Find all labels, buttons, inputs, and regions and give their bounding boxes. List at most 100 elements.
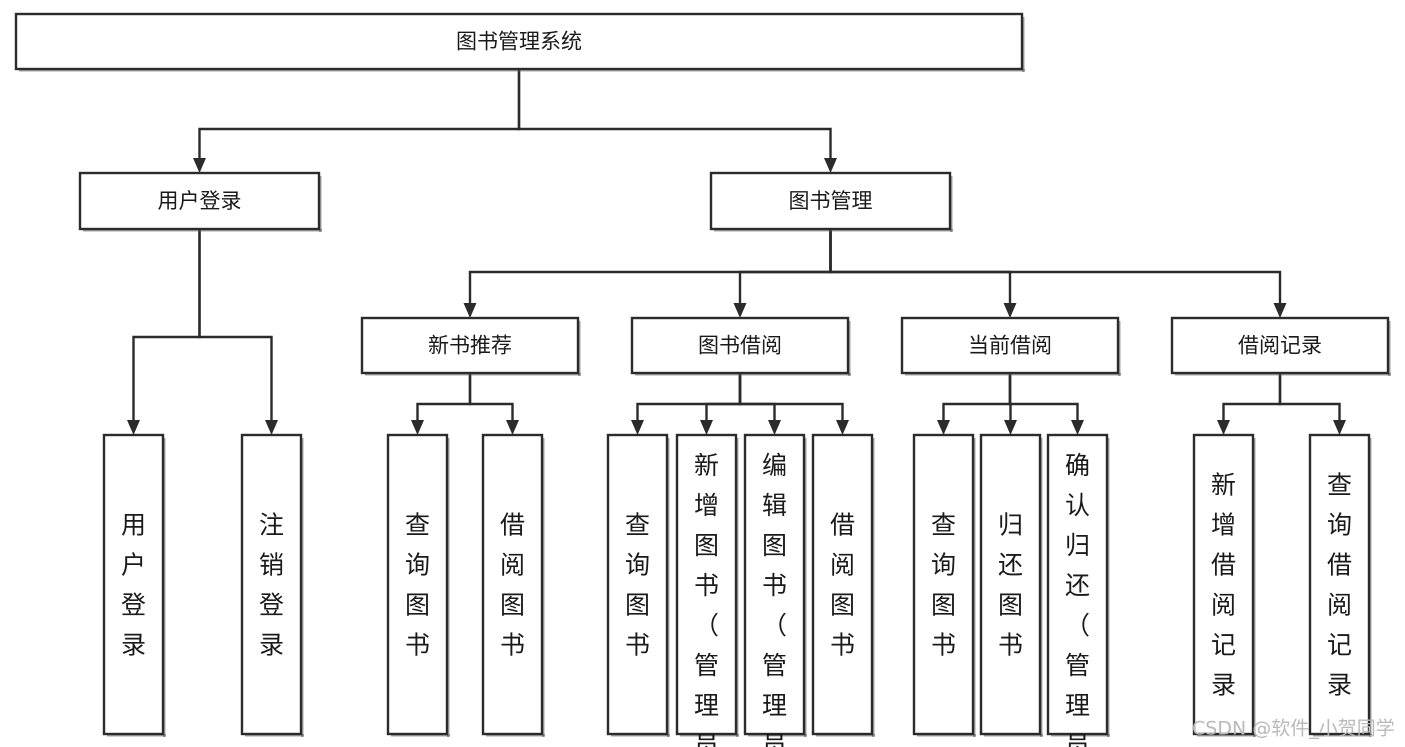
node-label: 注销登录 xyxy=(259,510,284,659)
node-box[interactable] xyxy=(1046,433,1109,736)
node-label: 图书借阅 xyxy=(698,334,782,358)
node-box[interactable] xyxy=(811,433,874,736)
node-label: 新增借阅记录 xyxy=(1211,470,1236,699)
node-box[interactable] xyxy=(979,433,1042,736)
csdn-watermark: CSDN @软件_小贺同学 xyxy=(1192,718,1395,740)
arrowhead-icon xyxy=(463,303,477,318)
node-leaf-user-logout[interactable]: 注销登录 xyxy=(240,433,304,737)
node-leaf-return-book[interactable]: 归还图书 xyxy=(979,433,1043,737)
node-layer: 图书管理系统用户登录图书管理新书推荐图书借阅当前借阅借阅记录用户登录注销登录查询… xyxy=(14,12,1391,747)
node-box[interactable] xyxy=(1170,316,1390,375)
node-box[interactable] xyxy=(743,433,806,736)
node-label: 新增图书（管理员） xyxy=(694,451,719,747)
node-label: 查询图书 xyxy=(625,510,650,659)
node-label: 确认归还（管理员） xyxy=(1065,451,1090,747)
arrowhead-icon xyxy=(768,420,781,435)
node-box[interactable] xyxy=(360,316,580,375)
node-leaf-borrow-book[interactable]: 借阅图书 xyxy=(811,433,875,737)
arrowhead-icon xyxy=(127,420,140,435)
node-label: 借阅记录 xyxy=(1238,334,1322,358)
node-label: 用户登录 xyxy=(158,189,242,213)
connector-book-manage-to-book-borrow xyxy=(733,229,832,318)
node-label: 当前借阅 xyxy=(968,334,1052,358)
node-leaf-add-record[interactable]: 新增借阅记录 xyxy=(1192,433,1256,737)
node-borrow-record[interactable]: 借阅记录 xyxy=(1170,316,1391,376)
node-label: 查询借阅记录 xyxy=(1327,470,1352,699)
node-box[interactable] xyxy=(606,433,669,736)
node-leaf-borrow-book-rec[interactable]: 借阅图书 xyxy=(481,433,545,737)
arrowhead-icon xyxy=(824,158,837,173)
node-user-login[interactable]: 用户登录 xyxy=(78,171,322,232)
arrowhead-icon xyxy=(836,420,849,435)
node-box[interactable] xyxy=(14,12,1024,71)
node-label: 用户登录 xyxy=(121,510,146,659)
connector-root-to-book-manage xyxy=(517,69,837,173)
connector-layer xyxy=(127,69,1346,435)
node-box[interactable] xyxy=(1308,433,1371,736)
node-leaf-query-book-rec[interactable]: 查询图书 xyxy=(386,433,450,737)
node-box[interactable] xyxy=(709,171,952,231)
node-label: 查询图书 xyxy=(931,510,956,659)
node-current-borrow[interactable]: 当前借阅 xyxy=(900,316,1121,376)
node-box[interactable] xyxy=(1192,433,1255,736)
arrowhead-icon xyxy=(1273,303,1287,318)
connector-book-manage-to-borrow-record xyxy=(829,229,1287,318)
arrowhead-icon xyxy=(1003,303,1017,318)
node-label: 新书推荐 xyxy=(428,334,512,358)
connector-user-login-to-leaf-user-logout xyxy=(198,229,278,435)
connector-book-borrow-to-leaf-borrow-book xyxy=(738,373,849,435)
node-label: 查询图书 xyxy=(405,510,430,659)
connector-book-manage-to-new-book-rec xyxy=(463,229,832,318)
node-box[interactable] xyxy=(630,316,850,375)
connector-new-book-rec-to-leaf-borrow-book-rec xyxy=(468,373,519,435)
node-leaf-confirm-return[interactable]: 确认归还（管理员） xyxy=(1046,433,1110,747)
connector-current-borrow-to-leaf-confirm-return xyxy=(1008,373,1084,435)
connector-current-borrow-to-leaf-query-book-current xyxy=(937,373,1012,435)
arrowhead-icon xyxy=(411,420,424,435)
node-label: 借阅图书 xyxy=(830,510,855,659)
watermark-layer: CSDN @软件_小贺同学 xyxy=(1192,718,1395,740)
node-leaf-user-login[interactable]: 用户登录 xyxy=(102,433,166,737)
node-leaf-edit-book[interactable]: 编辑图书（管理员） xyxy=(743,433,807,747)
arrowhead-icon xyxy=(631,420,644,435)
connector-borrow-record-to-leaf-query-record xyxy=(1278,373,1346,435)
node-leaf-query-record[interactable]: 查询借阅记录 xyxy=(1308,433,1372,737)
arrowhead-icon xyxy=(1217,420,1230,435)
node-book-borrow[interactable]: 图书借阅 xyxy=(630,316,851,376)
connector-book-borrow-to-leaf-add-book xyxy=(700,373,742,435)
arrowhead-icon xyxy=(733,303,747,318)
connector-new-book-rec-to-leaf-query-book-rec xyxy=(411,373,472,435)
node-label: 编辑图书（管理员） xyxy=(762,451,787,747)
node-label: 图书管理系统 xyxy=(456,30,582,54)
arrowhead-icon xyxy=(1071,420,1084,435)
node-box[interactable] xyxy=(912,433,975,736)
node-book-manage[interactable]: 图书管理 xyxy=(709,171,953,232)
node-label: 归还图书 xyxy=(998,510,1023,659)
arrowhead-icon xyxy=(265,420,278,435)
node-box[interactable] xyxy=(78,171,321,231)
node-leaf-query-book-borrow[interactable]: 查询图书 xyxy=(606,433,670,737)
node-box[interactable] xyxy=(675,433,738,736)
connector-user-login-to-leaf-user-login xyxy=(127,229,201,435)
node-label: 图书管理 xyxy=(789,189,873,213)
node-label: 借阅图书 xyxy=(500,510,525,659)
arrowhead-icon xyxy=(700,420,713,435)
arrowhead-icon xyxy=(1333,420,1346,435)
node-box[interactable] xyxy=(102,433,165,736)
node-new-book-rec[interactable]: 新书推荐 xyxy=(360,316,581,376)
arrowhead-icon xyxy=(193,158,206,173)
node-leaf-query-book-current[interactable]: 查询图书 xyxy=(912,433,976,737)
arrowhead-icon xyxy=(937,420,950,435)
node-box[interactable] xyxy=(900,316,1120,375)
node-box[interactable] xyxy=(386,433,449,736)
node-leaf-add-book[interactable]: 新增图书（管理员） xyxy=(675,433,739,747)
node-root[interactable]: 图书管理系统 xyxy=(14,12,1025,72)
node-box[interactable] xyxy=(240,433,303,736)
node-box[interactable] xyxy=(481,433,544,736)
arrowhead-icon xyxy=(506,420,519,435)
connector-borrow-record-to-leaf-add-record xyxy=(1217,373,1282,435)
arrowhead-icon xyxy=(1004,420,1017,435)
connector-root-to-user-login xyxy=(193,69,521,173)
